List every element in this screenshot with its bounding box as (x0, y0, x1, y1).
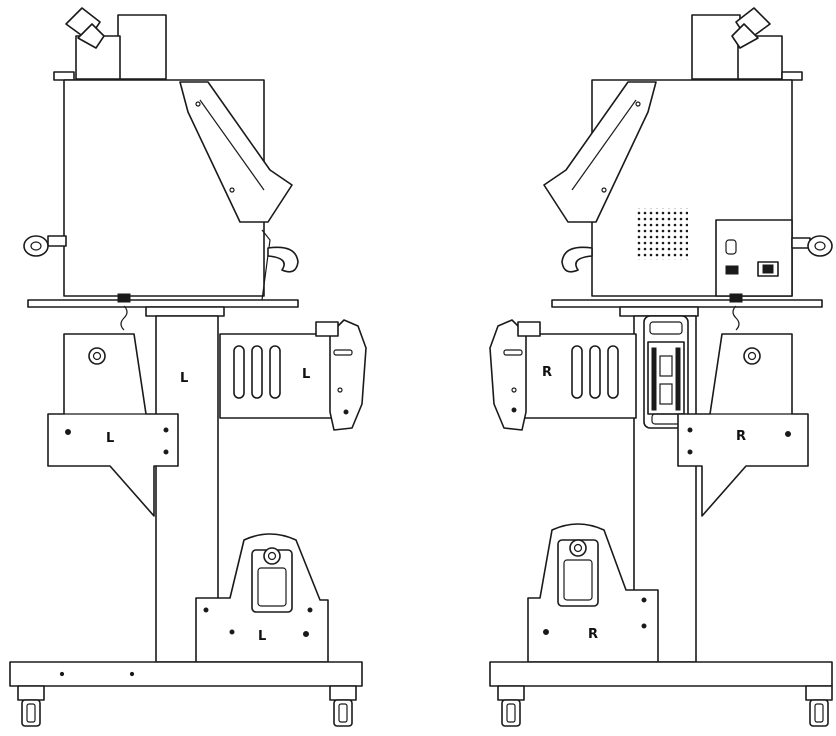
right-side-arm (489, 319, 637, 431)
left-column-label: L (180, 371, 188, 386)
left-front-handle (23, 235, 67, 257)
left-side-view: L L L (9, 7, 367, 727)
right-rear-handle (791, 235, 833, 257)
left-side-arm (219, 319, 367, 431)
right-upper-bracket (677, 333, 809, 517)
left-tray-plate (27, 299, 299, 308)
right-tray-bracket (619, 306, 699, 317)
left-bracket-label: L (106, 431, 114, 446)
right-cable (732, 305, 740, 331)
right-bracket-label: R (736, 429, 746, 444)
right-canister (643, 315, 689, 429)
left-cable (120, 305, 128, 331)
left-upper-bracket (47, 333, 179, 517)
right-rear-caster (809, 699, 829, 727)
left-lower-bracket (195, 533, 329, 663)
right-lower-bracket (527, 523, 659, 663)
left-front-caster (21, 699, 41, 727)
right-tray-plate (551, 299, 823, 308)
right-base (489, 661, 833, 701)
right-base-bracket-label: R (588, 627, 598, 642)
right-side-view: R R R (489, 7, 833, 727)
right-connector (729, 293, 743, 303)
right-top-motor (691, 7, 803, 81)
left-arm-label: L (302, 367, 310, 382)
left-main-housing (63, 79, 293, 301)
left-base (9, 661, 363, 701)
left-connector (117, 293, 131, 303)
right-front-handle (561, 246, 593, 273)
left-top-motor (53, 7, 167, 81)
power-switch-icon (725, 265, 739, 275)
left-rear-handle (267, 246, 299, 273)
right-arm-label: R (542, 365, 552, 380)
left-tray-bracket (145, 306, 225, 317)
right-vent-grille (636, 208, 688, 260)
left-base-bracket-label: L (258, 629, 266, 644)
right-control-panel (715, 219, 793, 297)
left-rear-caster (333, 699, 353, 727)
right-front-caster (501, 699, 521, 727)
